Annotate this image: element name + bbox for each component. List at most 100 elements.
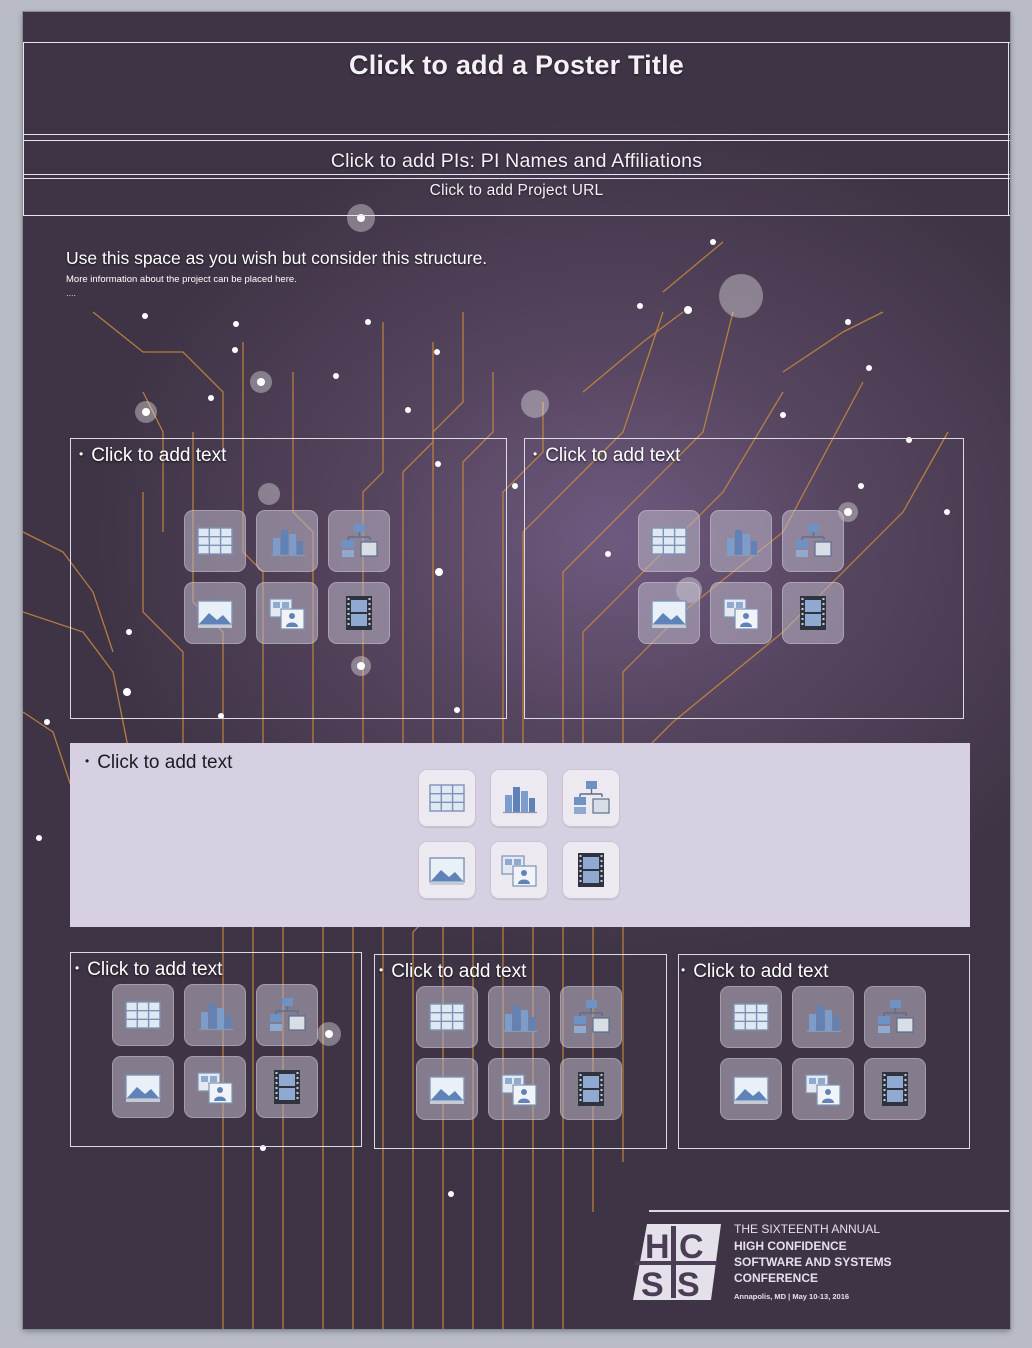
picture-icon: [429, 857, 465, 885]
insert-media-button[interactable]: [256, 1056, 318, 1118]
insert-chart-button[interactable]: [488, 986, 550, 1048]
insert-smartart-button[interactable]: [256, 984, 318, 1046]
chart-icon: [199, 1004, 233, 1031]
insert-clip-art-button[interactable]: [256, 582, 318, 644]
media-icon: [346, 596, 372, 630]
insert-chart-button[interactable]: [710, 510, 772, 572]
insert-picture-button[interactable]: [720, 1058, 782, 1120]
media-icon: [578, 853, 604, 887]
insert-chart-button[interactable]: [490, 769, 548, 827]
placeholder-text[interactable]: Click to add text: [391, 961, 527, 982]
clip-art-icon: [501, 1074, 537, 1106]
picture-icon: [197, 600, 233, 628]
insert-picture-button[interactable]: [184, 582, 246, 644]
table-icon: [733, 1003, 769, 1031]
bullet: •: [379, 963, 384, 977]
insert-clip-art-button[interactable]: [184, 1056, 246, 1118]
placeholder-text[interactable]: Click to add text: [693, 961, 829, 982]
insert-picture-button[interactable]: [638, 582, 700, 644]
bullet: •: [85, 754, 90, 768]
placeholder-text[interactable]: Click to add text: [91, 445, 227, 466]
pi-names[interactable]: Click to add PIs: PI Names and Affiliati…: [330, 150, 703, 172]
content-placeholder-bottom-right[interactable]: • Click to add text: [678, 954, 970, 1149]
insert-chart-button[interactable]: [256, 510, 318, 572]
media-icon: [274, 1070, 300, 1104]
header-rule: [23, 140, 1010, 141]
picture-icon: [429, 1076, 465, 1104]
content-placeholder-top-right[interactable]: • Click to add text: [524, 438, 964, 719]
insert-table-button[interactable]: [720, 986, 782, 1048]
insert-smartart-button[interactable]: [864, 986, 926, 1048]
logo-line-2: HIGH CONFIDENCE: [734, 1239, 847, 1253]
poster-title[interactable]: Click to add a Poster Title: [349, 50, 684, 80]
insert-media-button[interactable]: [782, 582, 844, 644]
svg-text:S: S: [641, 1266, 664, 1302]
insert-clip-art-button[interactable]: [490, 841, 548, 899]
bullet: •: [681, 963, 686, 977]
insert-picture-button[interactable]: [416, 1058, 478, 1120]
intro-subtext[interactable]: More information about the project can b…: [66, 274, 297, 285]
insert-clip-art-button[interactable]: [710, 582, 772, 644]
smartart-icon: [574, 781, 610, 814]
clip-art-icon: [501, 855, 537, 887]
bullet: •: [75, 961, 80, 975]
insert-chart-button[interactable]: [792, 986, 854, 1048]
smartart-icon: [270, 998, 306, 1031]
content-placeholder-middle[interactable]: • Click to add text: [70, 743, 970, 927]
project-url[interactable]: Click to add Project URL: [429, 182, 604, 199]
insert-table-button[interactable]: [638, 510, 700, 572]
insert-content-icons: [416, 986, 622, 1120]
insert-clip-art-button[interactable]: [792, 1058, 854, 1120]
insert-media-button[interactable]: [560, 1058, 622, 1120]
insert-picture-button[interactable]: [418, 841, 476, 899]
content-placeholder-bottom-center[interactable]: • Click to add text: [374, 954, 667, 1149]
media-icon: [800, 596, 826, 630]
insert-content-icons: [638, 510, 844, 644]
insert-chart-button[interactable]: [184, 984, 246, 1046]
media-icon: [882, 1072, 908, 1106]
svg-text:H: H: [645, 1228, 670, 1266]
content-placeholder-top-left[interactable]: •Click to add text: [70, 438, 507, 719]
insert-media-button[interactable]: [328, 582, 390, 644]
intro-heading[interactable]: Use this space as you wish but consider …: [66, 248, 488, 268]
clip-art-icon: [269, 598, 305, 630]
insert-picture-button[interactable]: [112, 1056, 174, 1118]
hcss-logo: H C S S THE SIXTEENTH ANNUAL HIGH CONFID…: [631, 1210, 1010, 1320]
insert-smartart-button[interactable]: [328, 510, 390, 572]
insert-table-button[interactable]: [184, 510, 246, 572]
bullet: •: [533, 447, 538, 461]
insert-media-button[interactable]: [562, 841, 620, 899]
header-frame: [23, 42, 24, 215]
header-rule: [23, 178, 1010, 179]
insert-media-button[interactable]: [864, 1058, 926, 1120]
insert-smartart-button[interactable]: [782, 510, 844, 572]
content-placeholder-bottom-left[interactable]: • Click to add text: [70, 952, 362, 1147]
svg-text:S: S: [677, 1266, 700, 1302]
placeholder-text[interactable]: Click to add text: [87, 959, 223, 980]
picture-icon: [733, 1076, 769, 1104]
chart-icon: [503, 1006, 537, 1033]
insert-smartart-button[interactable]: [562, 769, 620, 827]
smartart-icon: [796, 524, 832, 557]
insert-content-icons: [720, 986, 926, 1120]
table-icon: [429, 784, 465, 812]
svg-text:C: C: [679, 1228, 704, 1266]
placeholder-text[interactable]: Click to add text: [97, 752, 233, 773]
insert-table-button[interactable]: [416, 986, 478, 1048]
header-rule: [23, 215, 1010, 216]
insert-table-button[interactable]: [418, 769, 476, 827]
chart-icon: [503, 787, 537, 814]
placeholder-text[interactable]: Click to add text: [545, 445, 681, 466]
intro-ellipsis: ....: [66, 288, 77, 298]
logo-line-1: THE SIXTEENTH ANNUAL: [734, 1222, 881, 1236]
clip-art-icon: [805, 1074, 841, 1106]
chart-icon: [807, 1006, 841, 1033]
insert-clip-art-button[interactable]: [488, 1058, 550, 1120]
insert-smartart-button[interactable]: [560, 986, 622, 1048]
insert-table-button[interactable]: [112, 984, 174, 1046]
header-rule: [23, 174, 1010, 175]
logo-line-4: CONFERENCE: [734, 1271, 819, 1285]
table-icon: [197, 527, 233, 555]
picture-icon: [651, 600, 687, 628]
header-frame: [1008, 42, 1009, 215]
